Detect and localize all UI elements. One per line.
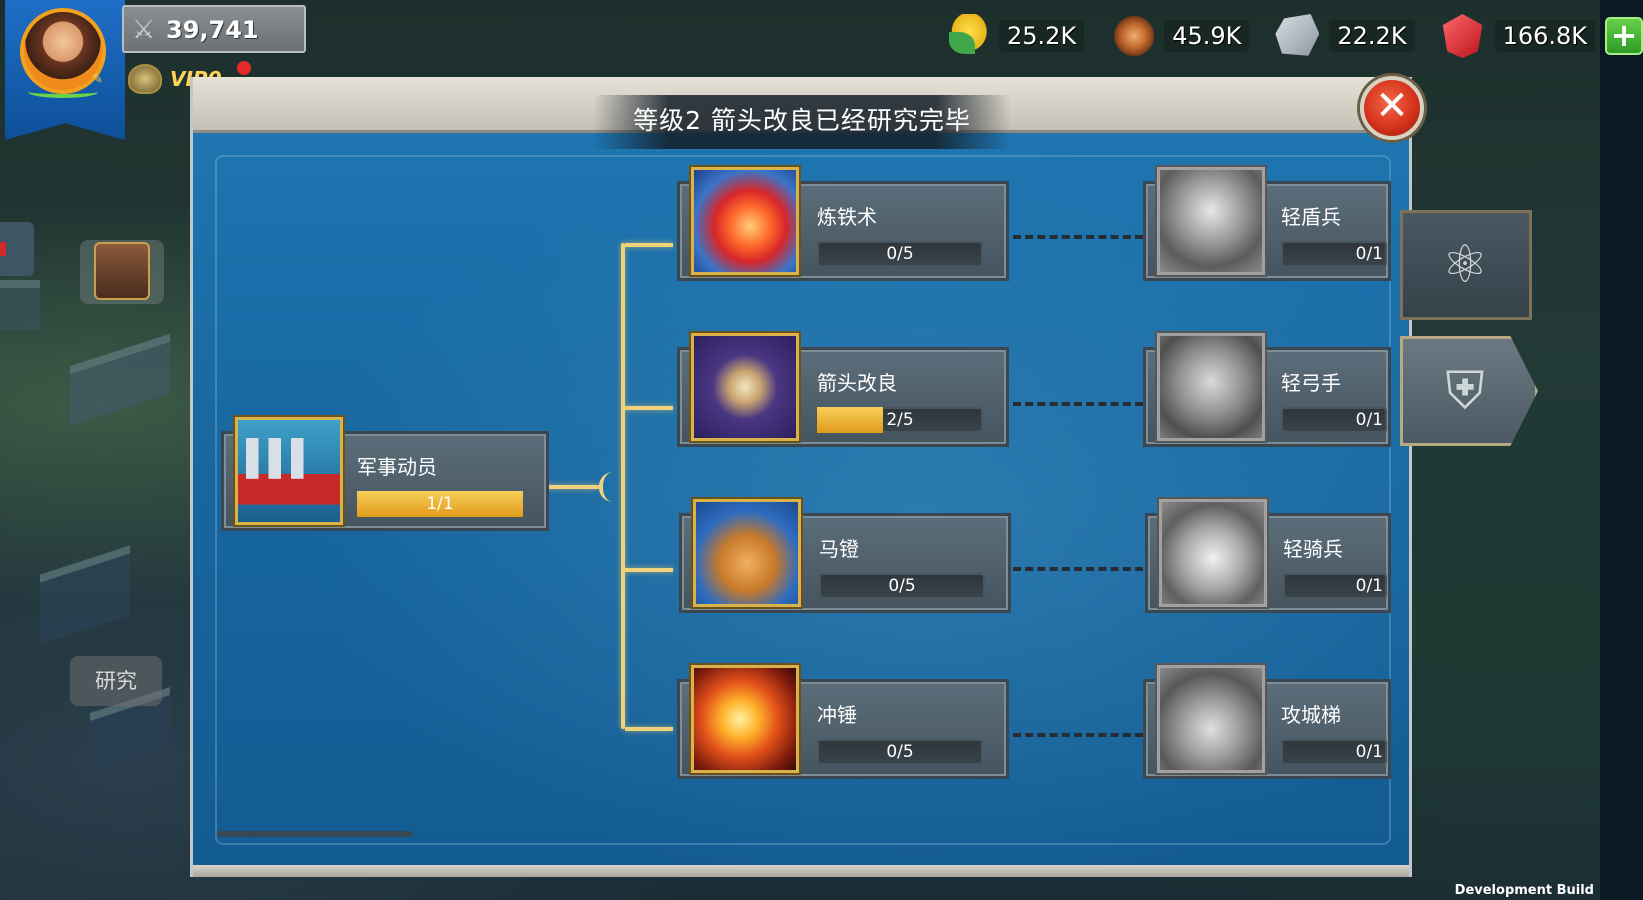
vip-crest-icon xyxy=(128,64,162,94)
scroll-indicator[interactable] xyxy=(217,831,413,837)
resource-gems[interactable]: 166.8K xyxy=(1441,10,1621,62)
wood-log-icon xyxy=(1110,14,1155,58)
tech-node-battering-ram[interactable]: 冲锤 0/5 xyxy=(677,665,1009,785)
resource-food-value: 25.2K xyxy=(999,20,1085,52)
tech-node-label: 箭头改良 xyxy=(817,371,897,395)
tech-progress-text: 0/5 xyxy=(888,576,916,596)
unit-progress-bar: 0/1 xyxy=(1283,573,1387,599)
city-research-button[interactable]: 研究 xyxy=(70,656,162,706)
unit-progress-text: 0/1 xyxy=(1355,742,1383,762)
connector-dash xyxy=(1013,567,1143,571)
unit-node-label: 攻城梯 xyxy=(1281,703,1341,727)
unit-progress-bar: 0/1 xyxy=(1281,407,1387,433)
development-build-label: Development Build xyxy=(1454,883,1594,898)
quest-badge[interactable] xyxy=(80,240,164,304)
edit-pen-icon[interactable]: ✎ xyxy=(92,72,103,87)
tech-progress-bar: 0/5 xyxy=(819,573,985,599)
tech-progress-fill xyxy=(817,407,884,433)
connector-dash xyxy=(1013,402,1143,406)
stone-icon xyxy=(1275,14,1320,56)
shield-soldier-icon xyxy=(1157,167,1265,275)
resource-gems-value: 166.8K xyxy=(1494,20,1596,52)
archer-icon xyxy=(1157,333,1265,441)
modal-bottom-edge xyxy=(193,865,1409,877)
unit-progress-text: 0/1 xyxy=(1355,576,1383,596)
resource-wood[interactable]: 45.9K xyxy=(1110,10,1275,62)
corn-icon xyxy=(945,14,989,58)
connector-line xyxy=(621,243,625,729)
connector-dash xyxy=(1013,733,1143,737)
unit-node-label: 轻骑兵 xyxy=(1283,537,1343,561)
connector-line xyxy=(625,243,673,247)
resource-stone-value: 22.2K xyxy=(1329,20,1415,52)
unit-node-light-cavalry[interactable]: 轻骑兵 0/1 xyxy=(1145,499,1411,619)
close-button[interactable]: ✕ xyxy=(1360,76,1424,140)
unit-node-siege-ladder[interactable]: 攻城梯 0/1 xyxy=(1143,665,1409,785)
left-side-tab[interactable] xyxy=(0,222,34,276)
siege-ladder-icon xyxy=(1157,665,1265,773)
tech-node-military-mobilization[interactable]: 军事动员 1/1 xyxy=(221,417,551,537)
city-house xyxy=(40,545,130,645)
unit-progress-text: 0/1 xyxy=(1355,244,1383,264)
quest-portrait-icon xyxy=(94,242,150,300)
tech-progress-text: 0/5 xyxy=(886,742,914,762)
connector-line xyxy=(543,485,599,489)
connector-line xyxy=(599,472,623,502)
unit-node-label: 轻盾兵 xyxy=(1281,205,1341,229)
tech-node-label: 炼铁术 xyxy=(817,205,877,229)
tech-node-stirrup[interactable]: 马镫 0/5 xyxy=(679,499,1011,619)
resource-wood-value: 45.9K xyxy=(1164,20,1250,52)
tech-node-label: 马镫 xyxy=(819,537,859,561)
hammer-sword-icon xyxy=(691,167,799,275)
unit-progress-bar: 0/1 xyxy=(1281,739,1387,765)
avatar-stamina-ring xyxy=(28,86,98,98)
tech-node-iron-working[interactable]: 炼铁术 0/5 xyxy=(677,167,1009,287)
city-house xyxy=(70,333,170,427)
tab-military-tech[interactable]: ⛨ xyxy=(1400,336,1538,446)
tab-economy-tech[interactable]: ⚛ xyxy=(1400,210,1532,320)
city-house xyxy=(0,280,40,330)
tech-node-arrowhead-improvement[interactable]: 箭头改良 2/5 xyxy=(677,333,1009,453)
power-value: 39,741 xyxy=(166,16,259,44)
unit-node-light-shield[interactable]: 轻盾兵 0/1 xyxy=(1143,167,1409,287)
tech-progress-fill xyxy=(357,491,523,517)
soldiers-icon xyxy=(235,417,343,525)
military-crest-icon: ⛨ xyxy=(1445,361,1485,421)
tech-progress-bar: 1/1 xyxy=(357,491,523,517)
cavalry-icon xyxy=(1159,499,1267,607)
horse-rider-icon xyxy=(693,499,801,607)
tech-progress-text: 0/5 xyxy=(886,244,914,264)
unit-progress-text: 0/1 xyxy=(1355,410,1383,430)
tech-progress-text: 1/1 xyxy=(426,494,454,514)
tech-progress-text: 2/5 xyxy=(886,410,914,430)
resource-stone[interactable]: 22.2K xyxy=(1275,10,1440,62)
buy-gems-button[interactable]: + xyxy=(1605,17,1643,55)
power-display[interactable]: ⚔ 39,741 xyxy=(122,5,306,53)
connector-dash xyxy=(1013,235,1143,239)
research-complete-toast: 等级2 箭头改良已经研究完毕 xyxy=(593,95,1011,149)
notification-dot xyxy=(237,61,251,75)
tech-node-label: 军事动员 xyxy=(357,455,437,479)
tech-tree-modal: 等级2 箭头改良已经研究完毕 军事动员 1/1 炼铁术 0/5 箭头改良 xyxy=(190,77,1412,877)
connector-line xyxy=(625,406,673,410)
sword-icon: ⚔ xyxy=(132,15,156,45)
unit-progress-bar: 0/1 xyxy=(1281,241,1387,267)
connector-line xyxy=(625,727,673,731)
modal-inner-frame xyxy=(215,155,1391,845)
tech-progress-bar: 0/5 xyxy=(817,739,983,765)
tech-progress-bar: 0/5 xyxy=(817,241,983,267)
tech-progress-bar: 2/5 xyxy=(817,407,983,433)
resource-food[interactable]: 25.2K xyxy=(945,10,1110,62)
player-avatar[interactable]: ✎ xyxy=(20,8,106,94)
arrowhead-icon xyxy=(691,333,799,441)
connector-line xyxy=(625,568,673,572)
gem-icon xyxy=(1442,14,1483,58)
unit-node-light-archer[interactable]: 轻弓手 0/1 xyxy=(1143,333,1409,453)
resource-bar: 25.2K 45.9K 22.2K 166.8K + xyxy=(945,8,1643,64)
tech-node-label: 冲锤 xyxy=(817,703,857,727)
unit-node-label: 轻弓手 xyxy=(1281,371,1341,395)
fireball-icon xyxy=(691,665,799,773)
atom-icon: ⚛ xyxy=(1441,235,1489,295)
